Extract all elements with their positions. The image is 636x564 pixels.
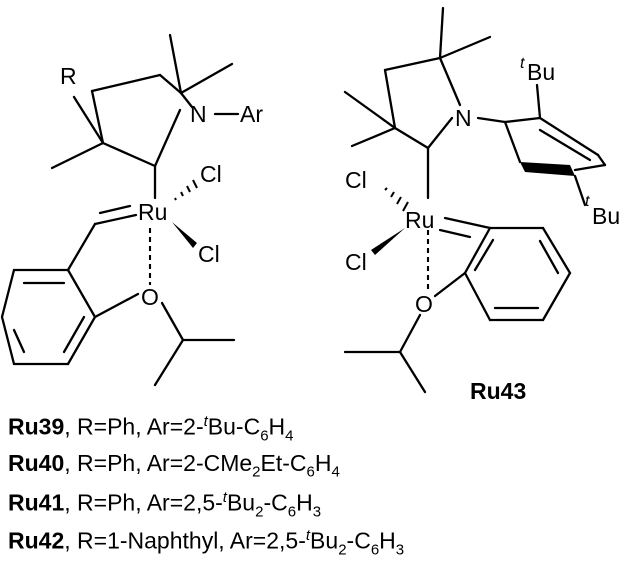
tBu-bottom-superscript: t (585, 193, 590, 210)
tBu-top-superscript: t (520, 55, 525, 72)
atom-Cl-right-2: Cl (345, 249, 367, 275)
atom-N-left: N (190, 101, 207, 127)
caption-ru41: Ru41, R=Ph, Ar=2,5-tBu2-C6H3 (8, 489, 322, 521)
atom-Ar: Ar (240, 101, 263, 127)
caption-ru40: Ru40, R=Ph, Ar=2-CMe2Et-C6H4 (8, 450, 340, 481)
atom-Cl-right-1: Cl (345, 167, 367, 193)
atom-Ru-left: Ru (138, 199, 167, 225)
left-structure (12, 33, 240, 387)
caption-ru42: Ru42, R=1-Naphthyl, Ar=2,5-tBu2-C6H3 (8, 527, 405, 559)
atom-R: R (60, 63, 77, 89)
atom-O-left: O (141, 284, 159, 310)
compound-label-ru43: Ru43 (470, 378, 527, 404)
atom-Ru-right: Ru (405, 207, 434, 233)
atom-O-right: O (415, 291, 433, 317)
tBu-top-label: Bu (527, 59, 555, 85)
caption-ru39: Ru39, R=Ph, Ar=2-tBu-C6H4 (8, 413, 294, 445)
atom-Cl-left-1: Cl (200, 161, 222, 187)
atom-N-right: N (455, 105, 472, 131)
tBu-bottom-label: Bu (592, 203, 620, 229)
left-ring-leftside (0, 268, 16, 366)
right-structure (343, 6, 607, 394)
atom-Cl-left-2: Cl (198, 241, 220, 267)
